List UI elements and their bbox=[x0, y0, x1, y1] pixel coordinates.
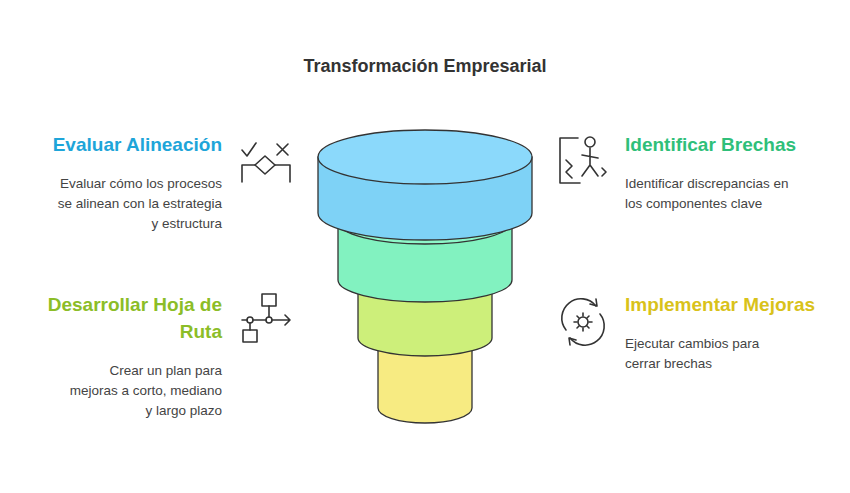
improve-icon bbox=[562, 299, 604, 345]
step-description: Evaluar cómo los procesos se alinean con… bbox=[54, 174, 222, 234]
gaps-icon bbox=[560, 137, 606, 183]
roadmap-icon bbox=[242, 294, 290, 342]
step-description: Crear un plan para mejoras a corto, medi… bbox=[64, 361, 222, 421]
step-heading: Identificar Brechas bbox=[625, 131, 825, 158]
step-block: Desarrollar Hoja de RutaCrear un plan pa… bbox=[30, 291, 222, 421]
step-description: Ejecutar cambios para cerrar brechas bbox=[625, 334, 793, 374]
cylinder-top bbox=[318, 130, 532, 184]
step-block: Identificar BrechasIdentificar discrepan… bbox=[625, 131, 825, 214]
step-description: Identificar discrepancias en los compone… bbox=[625, 174, 793, 214]
alignment-icon bbox=[242, 143, 290, 182]
diagram-title: Transformación Empresarial bbox=[0, 56, 850, 77]
step-heading: Desarrollar Hoja de Ruta bbox=[30, 291, 222, 345]
step-block: Evaluar AlineaciónEvaluar cómo los proce… bbox=[40, 131, 222, 234]
step-heading: Implementar Mejoras bbox=[625, 291, 825, 318]
step-block: Implementar MejorasEjecutar cambios para… bbox=[625, 291, 825, 374]
step-heading: Evaluar Alineación bbox=[40, 131, 222, 158]
